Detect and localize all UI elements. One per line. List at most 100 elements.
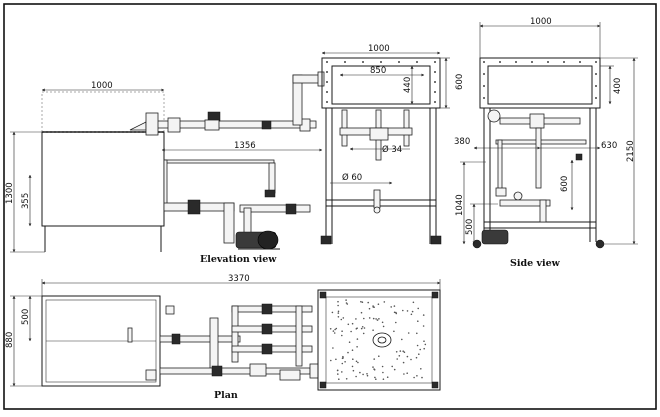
perforation-hole	[403, 351, 406, 354]
dim-side-total: 2150	[626, 140, 636, 162]
perforation-holes	[329, 299, 427, 381]
dim-side-1040: 1040	[455, 194, 465, 216]
perforation-hole	[398, 355, 401, 357]
dim-diameter-34: Ø 34	[382, 144, 402, 155]
dim-plan-total: 3370	[228, 274, 250, 284]
perforation-hole	[335, 358, 337, 361]
perforation-hole	[336, 369, 339, 372]
dim-top-box-600: 600	[455, 74, 465, 90]
perforation-hole	[357, 361, 359, 364]
perforation-hole	[393, 311, 396, 314]
perforation-hole	[361, 301, 364, 304]
perforation-hole	[351, 365, 354, 368]
perforation-hole	[337, 373, 339, 375]
elevation-top-box	[321, 57, 441, 109]
perforation-hole	[362, 332, 365, 335]
perforation-hole	[342, 317, 345, 319]
perforation-hole	[337, 310, 340, 313]
perforation-hole	[332, 330, 335, 332]
perforation-hole	[416, 344, 419, 347]
perforation-hole	[391, 365, 394, 368]
perforation-hole	[383, 301, 386, 303]
dim-side-380: 380	[454, 137, 470, 147]
perforation-hole	[372, 329, 374, 332]
perforation-hole	[419, 348, 422, 351]
perforation-hole	[350, 330, 352, 333]
perforation-hole	[360, 327, 363, 330]
perforation-hole	[359, 371, 361, 374]
perforation-hole	[345, 378, 348, 380]
perforation-hole	[381, 365, 384, 368]
dim-top-box-inner: 850	[370, 66, 386, 76]
plan-view-title: Plan	[214, 390, 238, 401]
perforation-hole	[334, 328, 336, 331]
perforation-hole	[341, 330, 343, 333]
perforation-hole	[382, 371, 384, 374]
perforation-hole	[355, 318, 357, 320]
perforation-hole	[423, 340, 425, 343]
perforation-hole	[381, 321, 384, 324]
perforation-hole	[356, 327, 358, 330]
perforation-hole	[368, 307, 371, 310]
perforation-hole	[407, 332, 410, 334]
perforation-hole	[401, 338, 403, 341]
perforation-hole	[347, 351, 349, 354]
perforation-hole	[337, 300, 339, 303]
dim-side-630: 630	[601, 141, 617, 151]
dim-diameter-60: Ø 60	[342, 172, 362, 183]
perforation-hole	[403, 373, 405, 375]
perforation-hole	[367, 301, 370, 304]
perforation-hole	[417, 320, 419, 323]
perforation-hole	[424, 343, 427, 346]
perforation-hole	[345, 302, 348, 304]
perforation-hole	[416, 375, 418, 377]
perforation-hole	[341, 334, 343, 337]
perforation-hole	[406, 355, 409, 358]
perforation-hole	[390, 306, 393, 308]
perforation-hole	[373, 368, 375, 370]
perforation-hole	[352, 369, 355, 372]
perforation-hole	[337, 316, 340, 318]
perforation-hole	[332, 347, 334, 349]
perforation-hole	[402, 361, 405, 364]
perforation-hole	[356, 338, 359, 340]
perforation-hole	[345, 299, 347, 301]
perforation-hole	[418, 353, 420, 356]
perforation-hole	[373, 358, 376, 360]
perforation-hole	[341, 371, 343, 373]
dim-top-box-440: 440	[403, 77, 413, 93]
perforation-hole	[360, 300, 362, 303]
perforated-plate	[317, 289, 441, 391]
perforation-hole	[372, 306, 375, 308]
perforation-hole	[374, 376, 376, 379]
dim-tank-level: 355	[21, 193, 31, 209]
perforation-hole	[411, 310, 414, 313]
perforation-hole	[366, 373, 368, 375]
perforation-hole	[352, 358, 354, 361]
dim-side-400: 400	[613, 78, 623, 94]
dim-plan-880: 880	[5, 332, 15, 348]
perforation-hole	[393, 305, 396, 307]
perforation-hole	[341, 362, 344, 365]
perforation-hole	[368, 317, 371, 319]
perforation-hole	[347, 323, 350, 326]
perforation-hole	[382, 325, 385, 328]
dim-pipe-run: 1356	[234, 141, 256, 151]
perforation-hole	[406, 372, 409, 375]
side-top-box	[479, 57, 601, 109]
perforation-hole	[423, 347, 426, 350]
perforation-hole	[351, 322, 354, 325]
valve-upper-2	[261, 120, 272, 130]
perforation-hole	[355, 360, 358, 363]
perforation-hole	[378, 355, 380, 358]
drawing-border	[3, 3, 657, 410]
perforation-hole	[421, 376, 423, 379]
perforation-hole	[362, 373, 364, 376]
perforation-hole	[348, 341, 351, 344]
dim-side-width: 1000	[530, 17, 552, 27]
perforation-hole	[363, 317, 365, 320]
dim-tank-width: 1000	[91, 81, 113, 91]
perforation-hole	[386, 376, 389, 379]
perforation-hole	[422, 325, 425, 327]
